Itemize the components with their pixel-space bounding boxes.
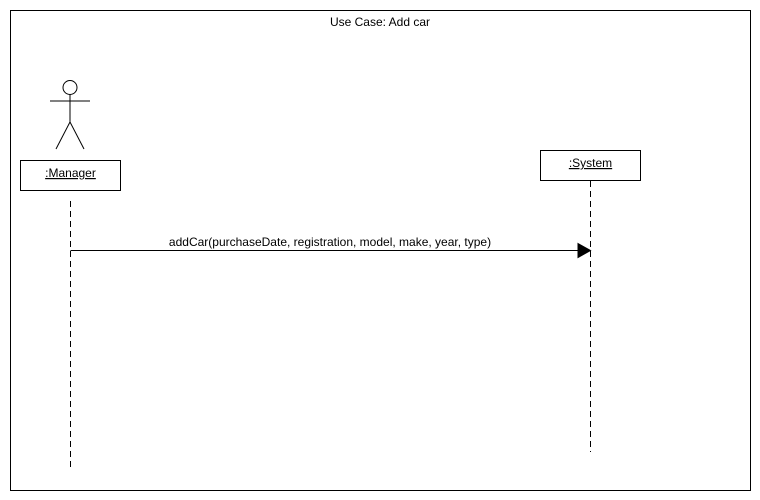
filled-triangle-arrowhead-icon xyxy=(577,242,592,259)
frame-title: Use Case: Add car xyxy=(330,15,430,29)
stick-figure-icon xyxy=(50,80,90,150)
system-box[interactable] xyxy=(540,150,641,181)
manager-label: :Manager xyxy=(45,166,96,180)
message-label: addCar(purchaseDate, registration, model… xyxy=(169,235,491,249)
manager-box[interactable] xyxy=(20,160,121,191)
system-lifeline-head[interactable]: :System xyxy=(540,150,641,181)
manager-lifeline-head[interactable]: :Manager xyxy=(20,160,121,191)
system-label: :System xyxy=(569,156,612,170)
